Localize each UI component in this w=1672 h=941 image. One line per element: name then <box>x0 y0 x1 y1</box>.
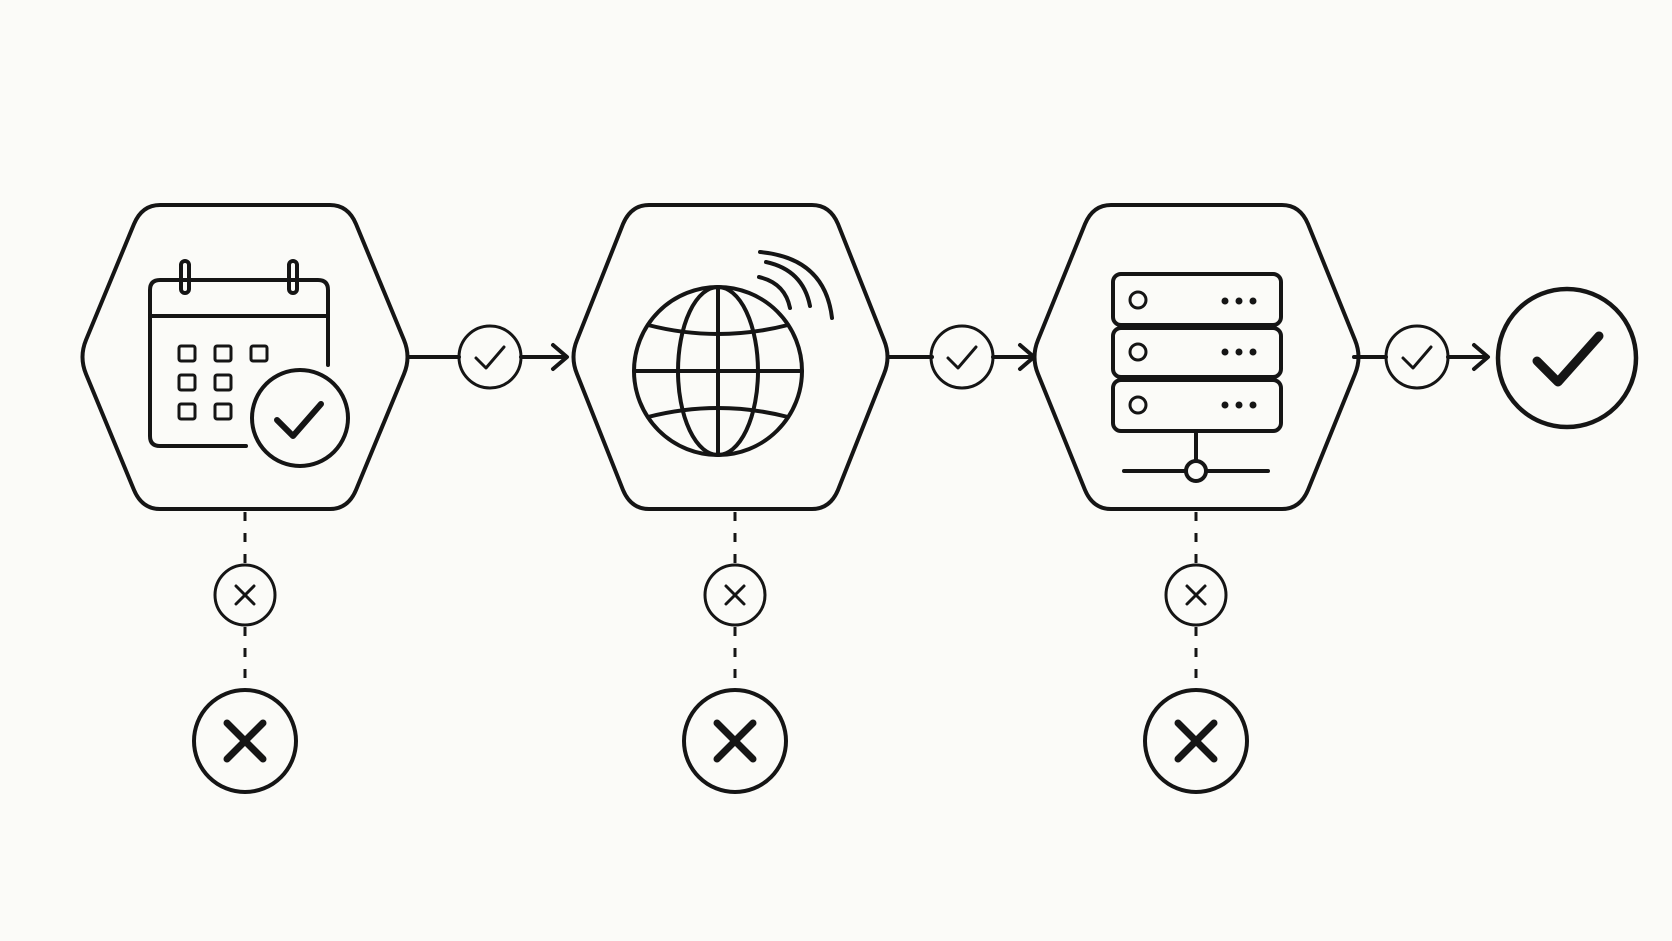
outcome-success <box>1495 286 1639 430</box>
fail-x-icon <box>1143 688 1249 794</box>
stage-node-schedule[interactable] <box>80 203 410 511</box>
connector-2-to-3 <box>887 324 1036 390</box>
server-rack-icon <box>1111 272 1283 483</box>
failure-branch-1 <box>192 512 298 794</box>
signal-wave-small <box>757 275 792 310</box>
hexagon-node-highlighted <box>1032 203 1361 511</box>
connector-1-to-2 <box>406 324 569 390</box>
hexagon-node <box>571 203 890 511</box>
failure-branch-3 <box>1143 512 1249 794</box>
minor-fail-x-icon <box>1164 563 1228 627</box>
hexagon-node <box>80 203 410 511</box>
pass-check-icon <box>457 324 523 390</box>
pass-check-icon <box>1384 324 1450 390</box>
check-circle-icon <box>1495 286 1639 430</box>
minor-fail-x-icon <box>213 563 277 627</box>
fail-x-icon <box>682 688 788 794</box>
network-node-icon <box>1184 459 1208 483</box>
signal-wave-medium <box>764 260 812 308</box>
stage-node-network[interactable] <box>571 203 890 511</box>
arrow-right-icon <box>1472 343 1490 371</box>
calendar-check-icon <box>148 259 350 468</box>
signal-wave-large <box>758 250 834 320</box>
fail-x-icon <box>192 688 298 794</box>
stage-node-server[interactable] <box>1032 203 1361 511</box>
globe-signal-icon <box>632 250 834 457</box>
pass-check-icon <box>929 324 995 390</box>
minor-fail-x-icon <box>703 563 767 627</box>
connector-3-to-outcome <box>1352 324 1490 390</box>
arrow-right-icon <box>551 343 569 371</box>
failure-branch-2 <box>682 512 788 794</box>
